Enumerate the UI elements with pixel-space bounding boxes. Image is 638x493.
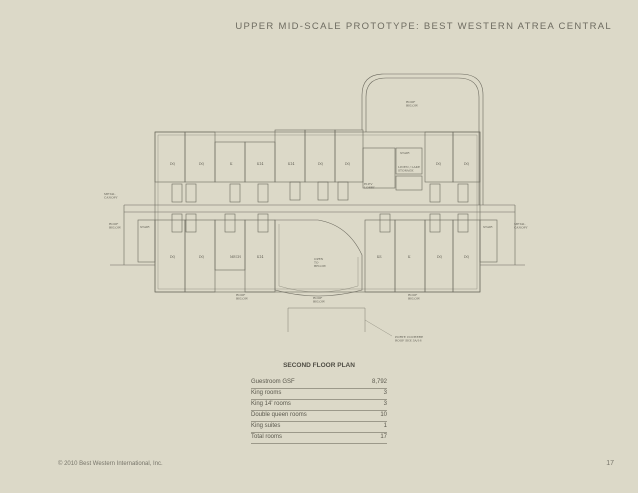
room-label-dq: DQ	[436, 162, 442, 166]
label-stair-right: STAIR	[483, 225, 493, 229]
stats-value: 17	[380, 434, 387, 440]
stats-label: King 14' rooms	[251, 401, 291, 407]
stats-label: Double queen rooms	[251, 412, 307, 418]
stats-label: King suites	[251, 423, 281, 429]
stats-row: Guestroom GSF 8,792	[251, 378, 387, 389]
stats-table: Guestroom GSF 8,792 King rooms 3 King 14…	[251, 378, 387, 444]
room-label-dq: DQ	[318, 162, 324, 166]
room-label-k14: K14	[288, 162, 294, 166]
stats-row: Total rooms 17	[251, 433, 387, 444]
page-header-title: UPPER MID-SCALE PROTOTYPE: BEST WESTERN …	[235, 21, 612, 32]
room-label-dq: DQ	[345, 162, 351, 166]
stats-value: 10	[380, 412, 387, 418]
label-stair-left: STAIR	[140, 225, 150, 229]
room-label-k: K	[230, 162, 233, 166]
label-stair-center: STAIR	[400, 151, 410, 155]
room-label-dq: DQ	[464, 255, 470, 259]
stats-value: 1	[383, 423, 387, 429]
stats-label: Total rooms	[251, 434, 283, 440]
stats-label: Guestroom GSF	[251, 379, 295, 385]
room-label-dq: DQ	[170, 162, 176, 166]
room-label-k14: K14	[257, 255, 263, 259]
room-label-k: K	[408, 255, 411, 259]
room-label-mech: MECH	[230, 255, 241, 259]
room-label-dq: DQ	[437, 255, 443, 259]
stats-value: 8,792	[371, 379, 387, 385]
stats-label: King rooms	[251, 390, 282, 396]
page-number: 17	[606, 460, 614, 467]
stats-row: King suites 1	[251, 422, 387, 433]
room-label-dq: DQ	[170, 255, 176, 259]
room-label-dq: DQ	[199, 255, 205, 259]
stats-row: King rooms 3	[251, 389, 387, 400]
stats-row: Double queen rooms 10	[251, 411, 387, 422]
room-label-k14: K14	[257, 162, 263, 166]
room-label-dq: DQ	[464, 162, 470, 166]
room-label-dq: DQ	[199, 162, 205, 166]
footer-copyright: © 2010 Best Western International, Inc.	[58, 461, 163, 467]
stats-value: 3	[383, 390, 387, 396]
room-label-ks: KS	[377, 255, 382, 259]
stats-value: 3	[383, 401, 387, 407]
floor-plan-title: SECOND FLOOR PLAN	[283, 362, 355, 369]
stats-row: King 14' rooms 3	[251, 400, 387, 411]
